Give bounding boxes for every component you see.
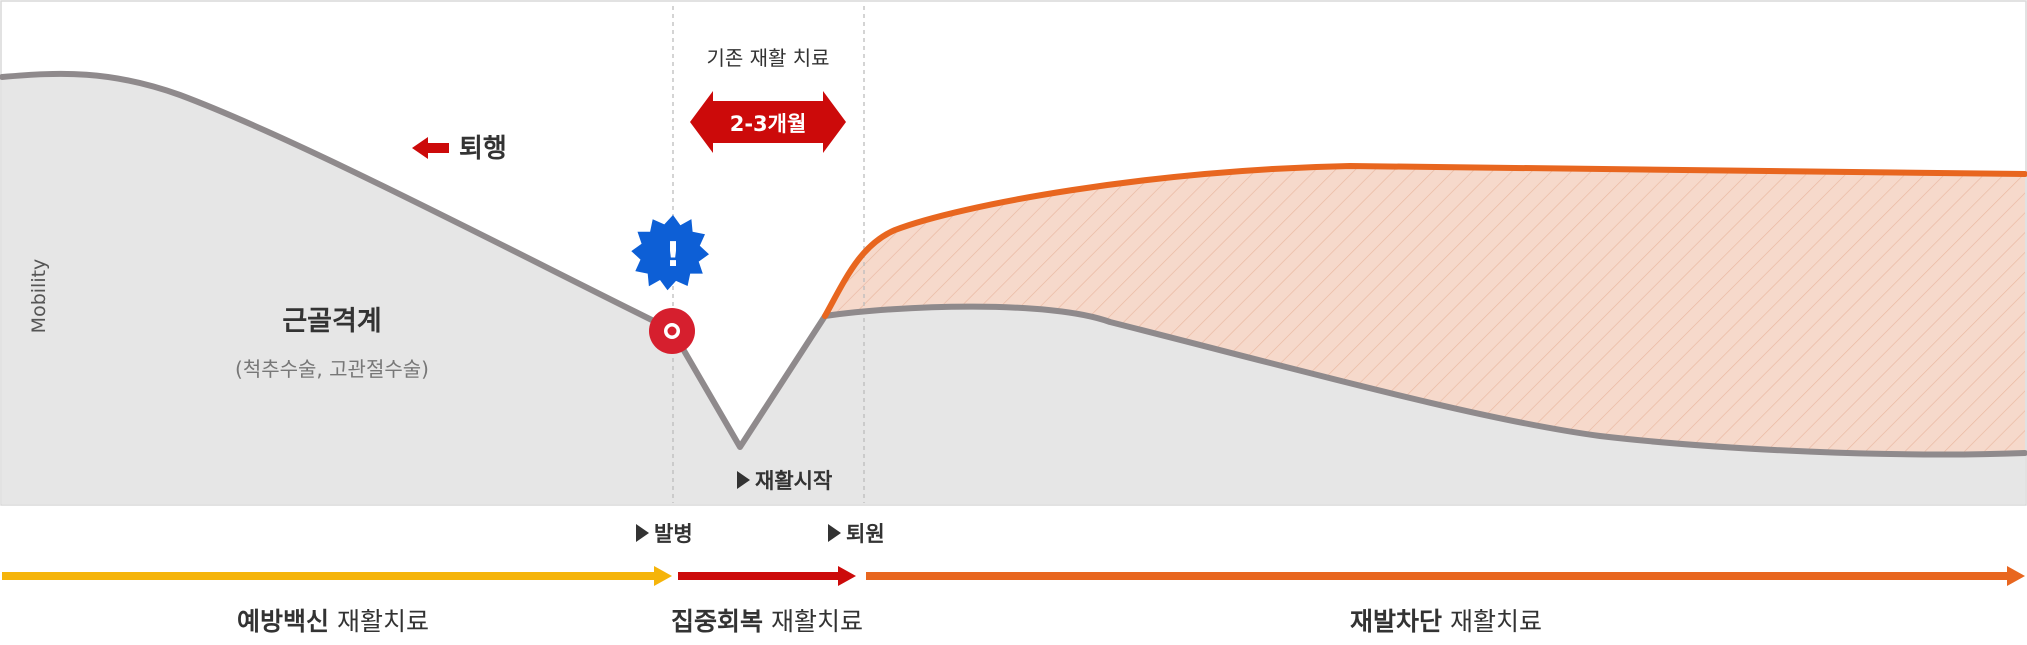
- discharge-label: 퇴원: [846, 522, 885, 546]
- phase3-label-bold: 재발차단: [1350, 607, 1442, 636]
- duration-label: 2-3개월: [730, 112, 807, 136]
- phase1-label-rest: 재활치료: [329, 607, 429, 636]
- phase2-label-bold: 집중회복: [671, 607, 763, 636]
- improved-mobility-area: [825, 166, 2025, 455]
- arrow-left-icon: [412, 137, 449, 159]
- play-triangle-icon: [828, 524, 841, 542]
- rehab-start-label: 재활시작: [755, 469, 832, 493]
- area-sublabel: (척추수술, 고관절수술): [235, 357, 429, 381]
- phase2-arrow: [678, 566, 856, 586]
- alert-badge-icon: [631, 215, 709, 291]
- phase1-label-bold: 예방백신: [237, 607, 329, 636]
- area-label: 근골격계: [282, 306, 381, 337]
- play-triangle-icon: [737, 471, 750, 489]
- double-arrow-icon: [690, 91, 846, 153]
- decline-label: 퇴행: [459, 134, 507, 164]
- alert-symbol: !: [665, 235, 681, 275]
- phase1-arrow: [2, 566, 672, 586]
- improved-mobility-curve: [822, 162, 2027, 319]
- conventional-rehab-label: 기존 재활 치료: [706, 46, 829, 70]
- onset-label: 발병: [654, 522, 693, 546]
- baseline-mobility-curve: [0, 70, 2027, 458]
- phase3-label: 재발차단 재활치료: [1350, 607, 1542, 636]
- phase1-label: 예방백신 재활치료: [237, 607, 429, 636]
- event-marker-icon: [649, 308, 695, 354]
- phase3-arrow: [866, 566, 2025, 586]
- phase3-label-rest: 재활치료: [1442, 607, 1542, 636]
- mobility-area: [2, 73, 2025, 504]
- phase2-label-rest: 재활치료: [763, 607, 863, 636]
- y-axis-label: Mobility: [28, 259, 50, 334]
- phase2-label: 집중회복 재활치료: [671, 607, 863, 636]
- play-triangle-icon: [636, 524, 649, 542]
